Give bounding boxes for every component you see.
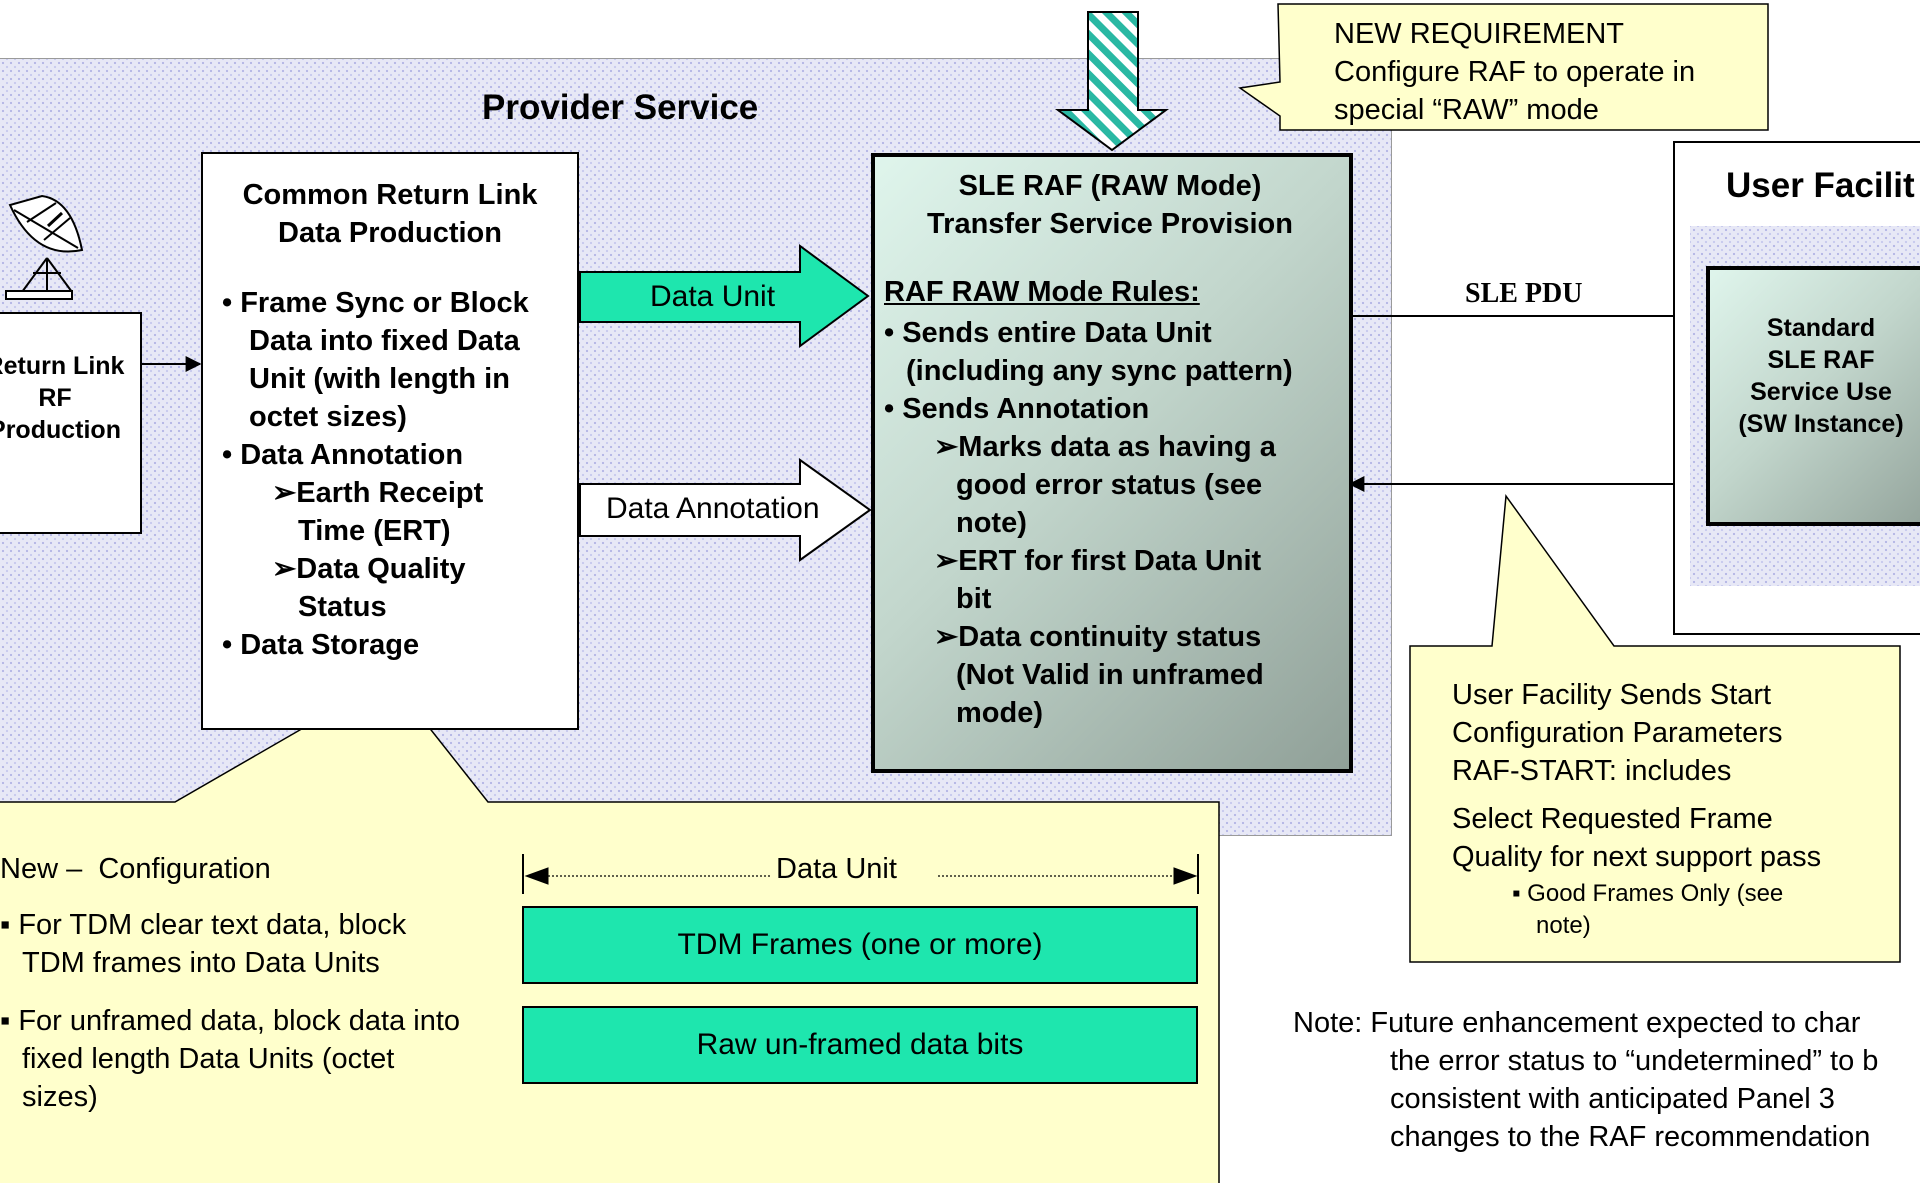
- raf-rule-line: ➢Marks data as having a: [934, 431, 1276, 463]
- crl-line: ➢Earth Receipt: [272, 477, 484, 509]
- raw-data-bits-box: Raw un-framed data bits: [522, 1006, 1198, 1084]
- return-link-rf-box: [0, 312, 142, 534]
- crl-line: Unit (with length in: [249, 363, 510, 395]
- sle-raf-service-use-box: [1706, 266, 1920, 526]
- raf-rule-line: ➢ERT for first Data Unit: [934, 545, 1262, 577]
- sle-raf-box: [871, 153, 1353, 773]
- new-requirement-down-arrow: [1054, 11, 1170, 152]
- config-bullets: ▪ For TDM clear text data, block TDM fra…: [0, 906, 460, 1116]
- raf-rules-heading: RAF RAW Mode Rules:: [884, 276, 1200, 308]
- crl-body: • Frame Sync or Block Data into fixed Da…: [222, 284, 529, 664]
- crl-line: octet sizes): [249, 401, 407, 433]
- raf-rules-body: • Sends entire Data Unit (including any …: [884, 314, 1293, 732]
- crl-line: • Data Annotation: [222, 439, 464, 471]
- data-unit-arrow: [579, 244, 870, 348]
- provider-service-title: Provider Service: [482, 88, 759, 127]
- crl-line: Data into fixed Data: [249, 325, 520, 357]
- new-requirement-text: NEW REQUIREMENT Configure RAF to operate…: [1334, 18, 1696, 126]
- new-requirement-callout-shape: [1238, 3, 1769, 131]
- user-facility-title: User Facilit: [1726, 166, 1915, 205]
- raf-rule-line: • Sends entire Data Unit: [884, 317, 1212, 349]
- crl-line: • Data Storage: [222, 629, 420, 661]
- config-data-unit-label: Data Unit: [776, 853, 897, 885]
- data-unit-dimension: [522, 854, 1199, 894]
- return-link-rf-label: Return Link RF Production: [0, 352, 125, 444]
- user-callout-shape: [1409, 493, 1901, 963]
- raf-rule-line: note): [956, 507, 1027, 539]
- data-unit-arrow-label: Data Unit: [650, 280, 776, 313]
- raf-rule-line: • Sends Annotation: [884, 393, 1150, 425]
- satellite-dish-icon: [5, 194, 84, 300]
- config-heading: New – Configuration: [0, 853, 271, 885]
- config-bullet-2: ▪ For unframed data, block data into fix…: [0, 1005, 461, 1113]
- crl-line: Time (ERT): [298, 515, 451, 547]
- raf-rule-line: (including any sync pattern): [906, 355, 1293, 387]
- raf-rule-line: ➢Data continuity status: [934, 621, 1262, 653]
- raf-rule-line: bit: [956, 583, 992, 615]
- data-annotation-arrow: [579, 458, 872, 562]
- raf-rule-line: good error status (see: [956, 469, 1263, 501]
- crl-line: • Frame Sync or Block: [222, 287, 529, 319]
- tdm-frames-box: TDM Frames (one or more): [522, 906, 1198, 984]
- sle-raf-title: SLE RAF (RAW Mode) Transfer Service Prov…: [927, 170, 1293, 240]
- data-annotation-arrow-label: Data Annotation: [606, 492, 820, 525]
- raf-rule-line: (Not Valid in unframed: [956, 659, 1264, 691]
- crl-title: Common Return Link Data Production: [242, 179, 538, 249]
- crl-line: Status: [298, 591, 387, 623]
- sle-raf-service-use-label: Standard SLE RAF Service Use (SW Instanc…: [1738, 314, 1904, 438]
- sle-pdu-label: SLE PDU: [1465, 278, 1583, 309]
- note-text: Note: Future enhancement expected to cha…: [1293, 1007, 1879, 1153]
- crl-box: [201, 152, 579, 730]
- crl-line: ➢Data Quality: [272, 553, 466, 585]
- user-callout-text: User Facility Sends Start Configuration …: [1452, 679, 1822, 939]
- config-bullet-1: ▪ For TDM clear text data, block TDM fra…: [0, 909, 407, 979]
- raf-rule-line: mode): [956, 697, 1043, 729]
